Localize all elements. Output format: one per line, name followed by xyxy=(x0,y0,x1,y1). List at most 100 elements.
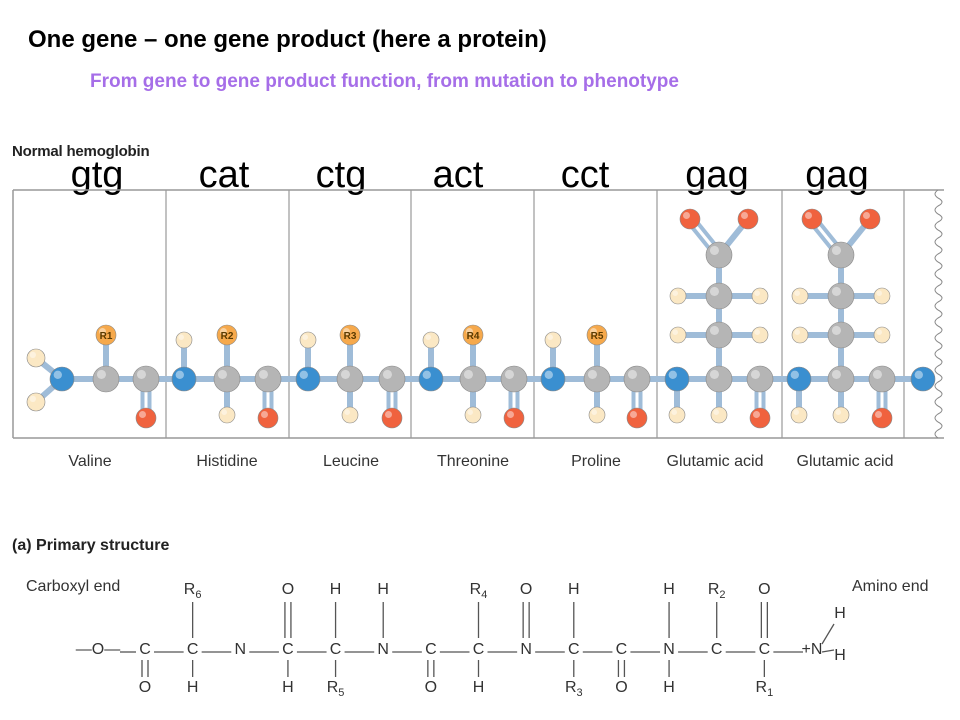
main-chain-atom: C xyxy=(711,641,723,658)
main-chain-atom: —O— xyxy=(76,641,120,658)
oxygen-atom xyxy=(626,407,648,429)
hydrogen-atom-highlight xyxy=(713,409,719,416)
bottom-substituent: O xyxy=(615,679,627,696)
hydrogen-atom xyxy=(832,406,850,424)
side-chain-carbon-atom-highlight xyxy=(831,325,841,336)
r-group-atom xyxy=(462,324,484,346)
nitrogen-atom xyxy=(171,366,197,392)
hydrogen-atom-highlight xyxy=(876,329,882,336)
top-substituent: H xyxy=(663,581,675,598)
amino-acid-label: Glutamic acid xyxy=(796,453,894,470)
primary-structure-heading: (a) Primary structure xyxy=(12,537,169,555)
torn-edge xyxy=(934,189,943,439)
r-group-label: R3 xyxy=(344,331,357,342)
main-chain-atom: C xyxy=(139,641,151,658)
hydrogen-atom xyxy=(710,406,728,424)
nitrogen-atom-highlight xyxy=(422,370,431,379)
hydrogen-atom-highlight xyxy=(876,290,882,297)
hydrogen-atom xyxy=(422,331,440,349)
nitrogen-atom xyxy=(295,366,321,392)
hydrogen-atom xyxy=(299,331,317,349)
hydrogen-atom xyxy=(175,331,193,349)
hydrogen-atom-highlight xyxy=(221,409,227,416)
side-chain-carbon-atom-highlight xyxy=(709,286,719,297)
nitrogen-atom-highlight xyxy=(175,370,184,379)
side-chain-carbon-atom-highlight xyxy=(709,325,719,336)
main-chain-atom: N xyxy=(235,641,247,658)
oxygen-atom xyxy=(871,407,893,429)
side-chain-carbon-atom xyxy=(705,321,733,349)
alpha-carbon-atom xyxy=(583,365,611,393)
r-group-label: R5 xyxy=(591,331,604,342)
hydrogen-atom xyxy=(669,287,687,305)
oxygen-atom-highlight xyxy=(683,212,690,219)
section-letter: (a) xyxy=(12,537,32,554)
carbonyl-carbon-atom xyxy=(623,365,651,393)
carbonyl-carbon-atom-highlight xyxy=(504,369,514,380)
formula-bond xyxy=(821,649,835,653)
bottom-substituent: O xyxy=(425,679,437,696)
r-group-label: R1 xyxy=(100,331,113,342)
r-group-atom-highlight xyxy=(590,328,597,335)
main-chain-atom: C xyxy=(759,641,771,658)
r-group-atom-highlight xyxy=(466,328,473,335)
hydrogen-atom xyxy=(26,348,46,368)
r-group-atom xyxy=(216,324,238,346)
r-group-atom xyxy=(586,324,608,346)
alpha-carbon-atom-highlight xyxy=(463,369,474,380)
nitrogen-atom xyxy=(664,366,690,392)
bottom-substituent: H xyxy=(663,679,675,696)
carbonyl-carbon-atom-highlight xyxy=(136,369,146,380)
hydrogen-atom xyxy=(751,326,769,344)
carboxyl-carbon-atom-highlight xyxy=(831,245,841,255)
hydrogen-atom-highlight xyxy=(547,334,553,341)
hydrogen-atom xyxy=(668,406,686,424)
side-chain-carbon-atom xyxy=(705,282,733,310)
bottom-substituent: R1 xyxy=(756,679,774,699)
amino-acid-label: Valine xyxy=(68,453,112,470)
carboxyl-carbon-atom xyxy=(827,241,855,269)
oxygen-atom-highlight xyxy=(805,212,812,219)
page-subtitle: From gene to gene product function, from… xyxy=(90,71,679,92)
r-group-atom xyxy=(95,324,117,346)
carbonyl-carbon-atom xyxy=(378,365,406,393)
amino-acid-label: Glutamic acid xyxy=(666,453,764,470)
carbonyl-carbon-atom xyxy=(868,365,896,393)
codon-label: cat xyxy=(198,154,250,196)
carbonyl-carbon-atom xyxy=(500,365,528,393)
formula-bond xyxy=(821,623,835,645)
oxygen-atom xyxy=(257,407,279,429)
r-group-label: R4 xyxy=(467,331,480,342)
hydrogen-atom xyxy=(669,326,687,344)
hydrogen-atom xyxy=(791,326,809,344)
top-substituent: H xyxy=(330,581,342,598)
alpha-carbon-atom-highlight xyxy=(217,369,227,380)
oxygen-atom-highlight xyxy=(875,411,882,418)
carbonyl-carbon-atom-highlight xyxy=(627,369,637,380)
carbonyl-carbon-atom-highlight xyxy=(382,369,393,380)
oxygen-atom-highlight xyxy=(753,411,760,418)
nitrogen-atom xyxy=(418,366,444,392)
main-chain-atom: N xyxy=(663,641,675,658)
alpha-carbon-atom xyxy=(213,365,241,393)
main-chain-atom: N xyxy=(377,641,389,658)
alpha-carbon-atom-highlight xyxy=(587,369,597,380)
codon-label: gag xyxy=(685,154,749,196)
top-substituent: H xyxy=(377,581,389,598)
hydrogen-atom-highlight xyxy=(754,290,760,297)
amino-acid-label: Leucine xyxy=(322,453,380,470)
page-title: One gene – one gene product (here a prot… xyxy=(28,26,547,53)
hydrogen-atom xyxy=(26,392,46,412)
bottom-substituent: R3 xyxy=(565,679,583,699)
alpha-carbon-atom-highlight xyxy=(340,369,351,380)
oxygen-atom xyxy=(679,208,701,230)
nitrogen-atom xyxy=(786,366,812,392)
main-chain-atom: N xyxy=(520,641,532,658)
hydrogen-atom-highlight xyxy=(467,409,474,416)
oxygen-atom xyxy=(737,208,759,230)
hydrogen-atom-highlight xyxy=(794,329,800,336)
top-substituent: O xyxy=(282,581,294,598)
hydrogen-atom-highlight xyxy=(29,351,36,358)
carbonyl-carbon-atom-highlight xyxy=(750,369,760,380)
